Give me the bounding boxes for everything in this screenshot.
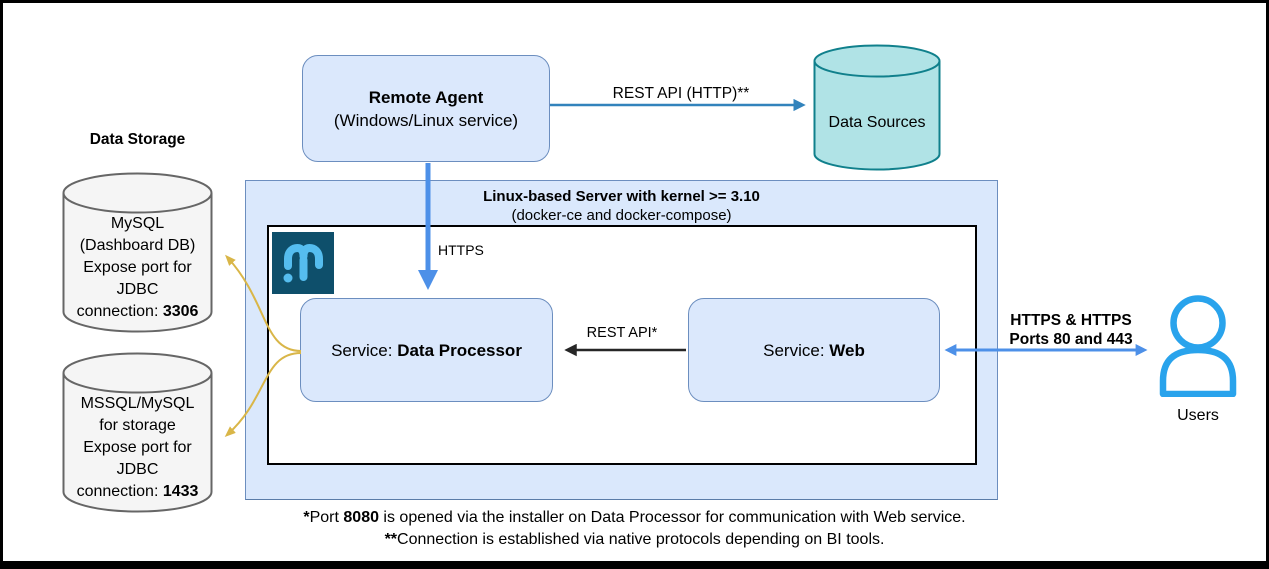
https-users-label-line1: HTTPS & HTTPS — [1010, 312, 1132, 329]
database-cylinder-icon — [813, 44, 941, 171]
footnote-1-star: * — [303, 509, 310, 526]
remote-agent-title: Remote Agent — [368, 87, 484, 107]
mssql-label: MSSQL/MySQL for storage Expose port for … — [62, 393, 213, 503]
rest-api-http-label: REST API (HTTP)** — [612, 85, 750, 102]
data-sources-label: Data Sources — [828, 114, 926, 131]
mysql-node: MySQL (Dashboard DB) Expose port for JDB… — [62, 172, 213, 333]
mysql-line4: JDBC — [116, 281, 159, 298]
footnote-1: *Port 8080 is opened via the installer o… — [0, 509, 1269, 527]
data-processor-name: Data Processor — [397, 340, 522, 360]
mysql-label: MySQL (Dashboard DB) Expose port for JDB… — [62, 213, 213, 323]
web-service-label: Service: Web — [763, 339, 865, 362]
remote-agent-node: Remote Agent (Windows/Linux service) — [302, 55, 550, 162]
users-label: Users — [1177, 407, 1219, 424]
m-logo-icon — [272, 232, 334, 294]
mssql-line1: MSSQL/MySQL — [80, 395, 195, 412]
rest-api-label: REST API* — [586, 325, 658, 341]
web-service-node: Service: Web — [688, 298, 940, 402]
mssql-line4: JDBC — [116, 461, 159, 478]
data-sources-node: Data Sources — [813, 44, 941, 171]
footnote-2: **Connection is established via native p… — [0, 531, 1269, 549]
mysql-port-line: connection: 3306 — [62, 301, 213, 323]
footnote-1-pre: Port — [309, 509, 344, 526]
person-icon — [1159, 295, 1237, 397]
mysql-line2: (Dashboard DB) — [79, 237, 196, 254]
https-label: HTTPS — [438, 242, 484, 258]
mysql-line1: MySQL — [110, 215, 165, 232]
data-storage-heading: Data Storage — [89, 131, 186, 148]
mssql-node: MSSQL/MySQL for storage Expose port for … — [62, 352, 213, 513]
footnote-1-port: 8080 — [343, 509, 379, 526]
https-users-label-line2: Ports 80 and 443 — [1009, 331, 1133, 348]
footnote-2-star: ** — [384, 531, 398, 548]
footnote-1-rest: is opened via the installer on Data Proc… — [378, 509, 966, 526]
server-title: Linux-based Server with kernel >= 3.10 — [483, 188, 760, 205]
mssql-line2: for storage — [99, 417, 176, 434]
database-cylinder-icon — [62, 172, 213, 333]
mysql-port-prefix: connection: — [76, 303, 163, 320]
mssql-port-line: connection: 1433 — [62, 481, 213, 503]
data-processor-label: Service: Data Processor — [331, 339, 522, 362]
mssql-port-prefix: connection: — [76, 483, 163, 500]
https-users-label: HTTPS & HTTPS Ports 80 and 443 — [1000, 311, 1142, 349]
web-service-name: Web — [829, 340, 865, 360]
service-prefix: Service: — [763, 340, 830, 360]
mssql-port: 1433 — [162, 483, 199, 500]
mysql-port: 3306 — [162, 303, 199, 320]
data-processor-node: Service: Data Processor — [300, 298, 553, 402]
database-cylinder-icon — [62, 352, 213, 513]
service-prefix: Service: — [331, 340, 398, 360]
server-subtitle: (docker-ce and docker-compose) — [511, 207, 732, 224]
remote-agent-subtitle: (Windows/Linux service) — [333, 110, 519, 130]
footnote-2-rest: Connection is established via native pro… — [397, 531, 885, 548]
mysql-line3: Expose port for — [83, 259, 192, 276]
mssql-line3: Expose port for — [83, 439, 192, 456]
